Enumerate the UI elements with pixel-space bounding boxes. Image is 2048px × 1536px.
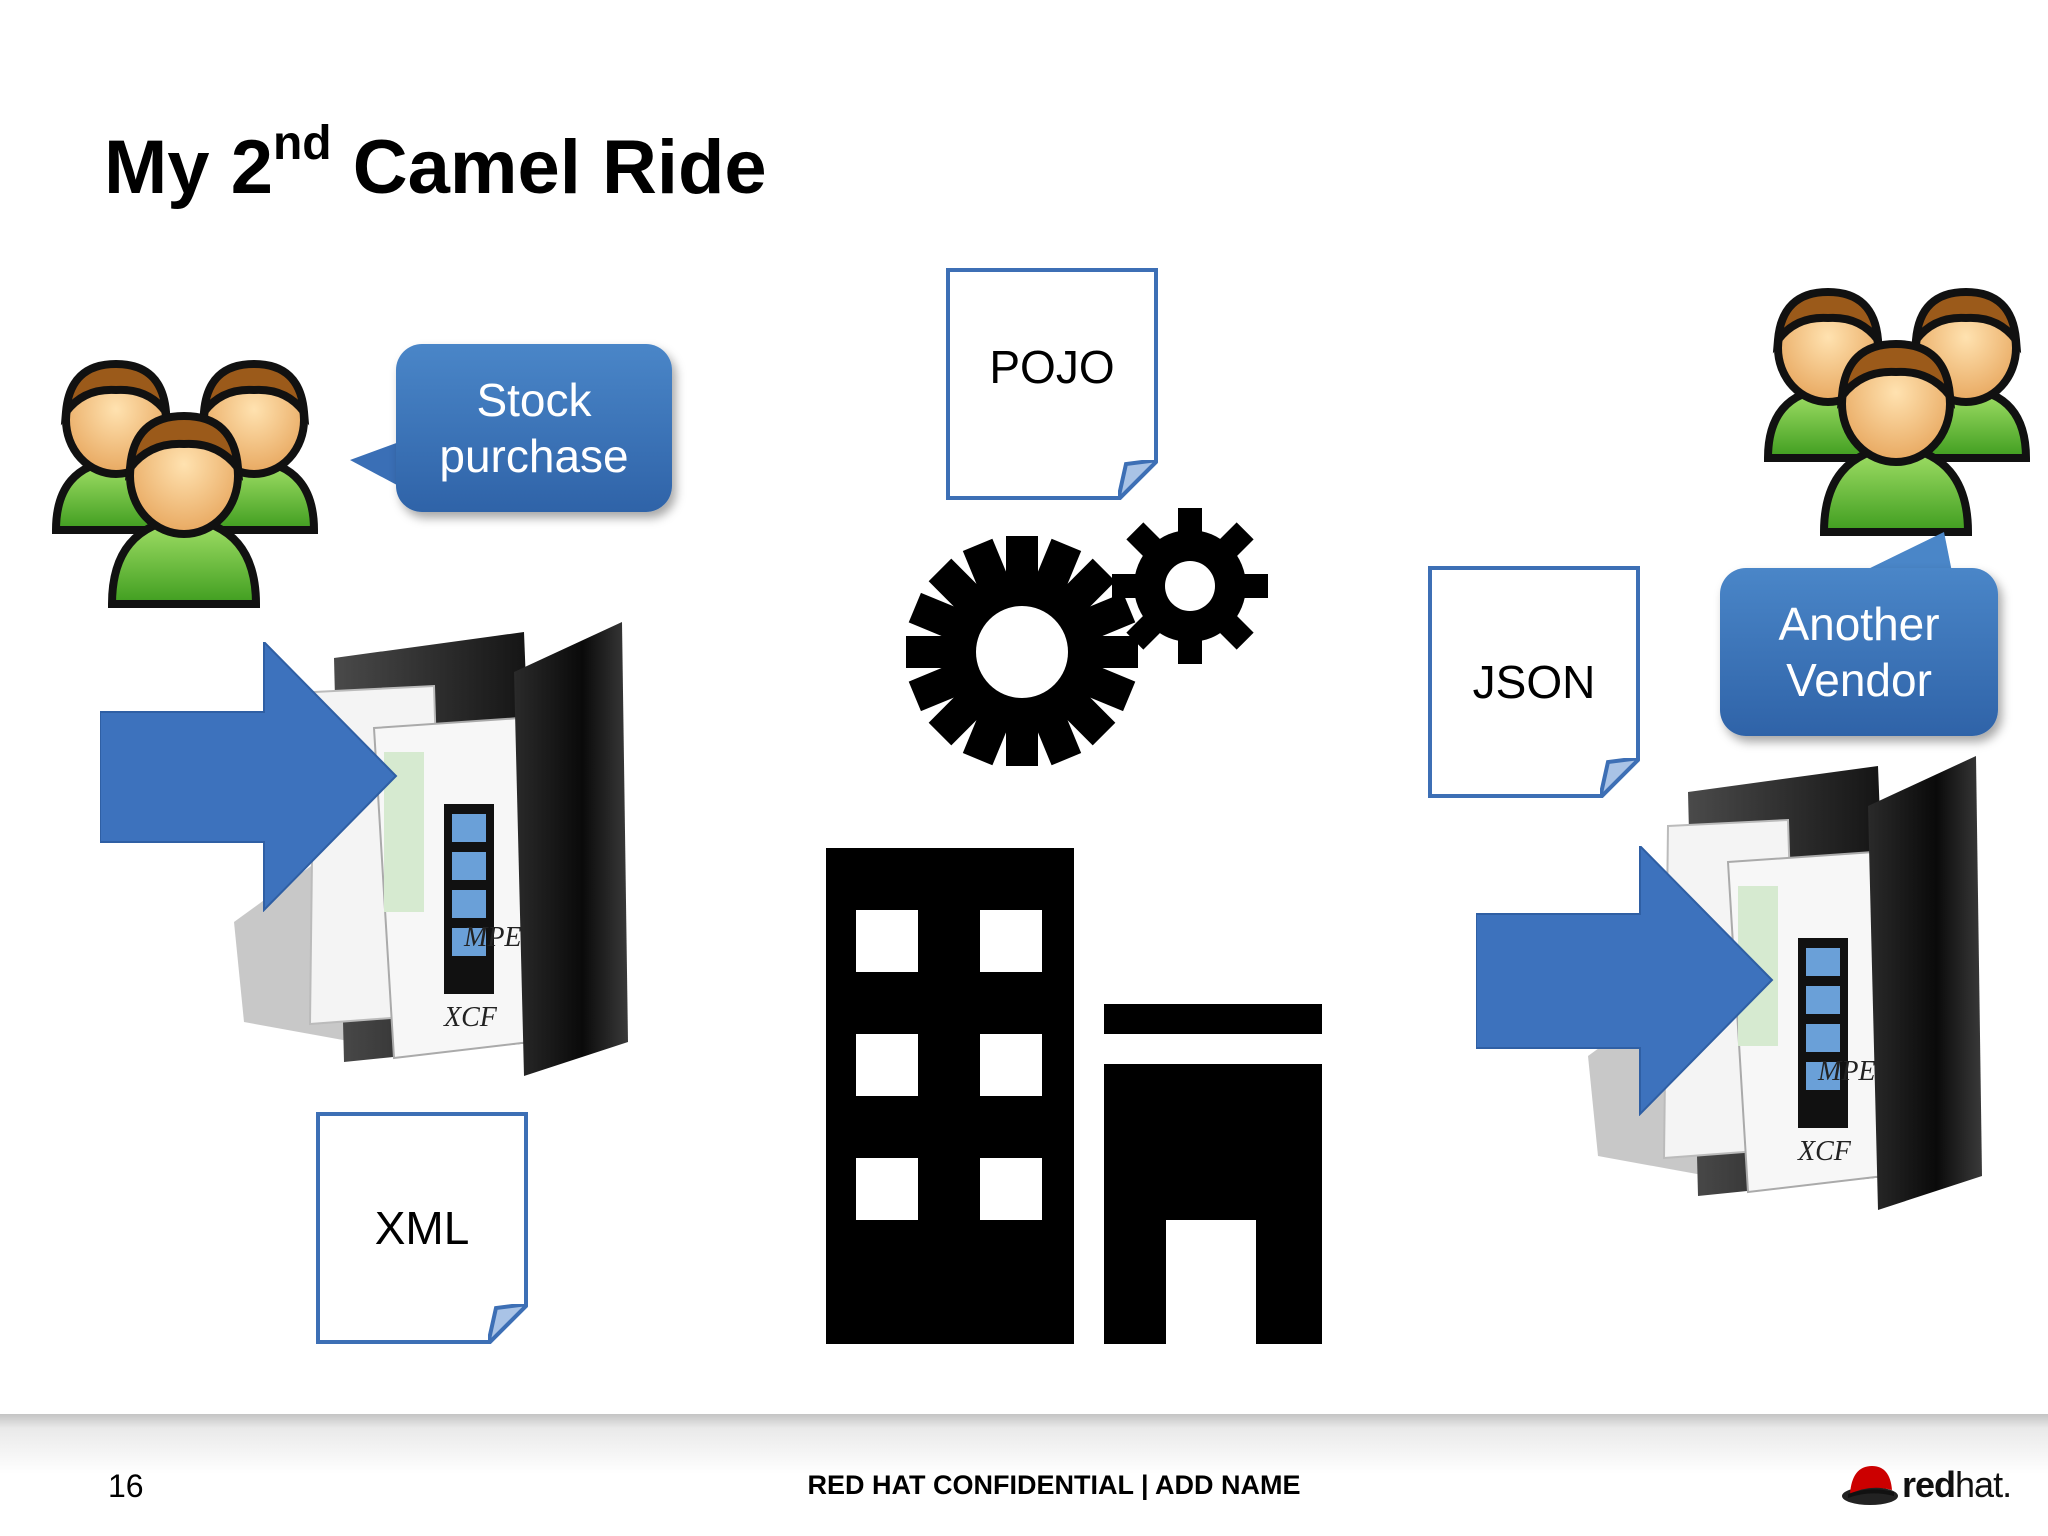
gears-icon [906, 508, 1268, 766]
svg-text:XCF: XCF [443, 1002, 498, 1033]
title-superscript: nd [272, 117, 332, 170]
document-label: POJO [989, 341, 1115, 393]
callout-line: Stock [476, 374, 592, 426]
redhat-hat-icon [1842, 1466, 1898, 1505]
document-label: JSON [1472, 656, 1596, 708]
user-front [107, 411, 261, 608]
footer-confidential-text: RED HAT CONFIDENTIAL | ADD NAME [807, 1470, 1301, 1500]
folded-corner-icon [1600, 758, 1640, 798]
document-label: XML [374, 1202, 470, 1254]
large-gear [906, 536, 1138, 766]
arrow-right-icon [100, 642, 398, 912]
building-icon [826, 848, 1322, 1344]
logo-word-regular: hat. [1955, 1464, 2012, 1505]
logo-word-bold: red [1902, 1464, 1956, 1505]
users-group-icon [1763, 287, 2031, 536]
callout-line: purchase [439, 430, 629, 482]
user-front [1819, 339, 1973, 536]
folded-corner-icon [1118, 460, 1158, 500]
slide-title: My 2nd Camel Ride [104, 120, 767, 206]
redhat-logo-wordmark: redhat. [1902, 1464, 2012, 1506]
json-document: JSON [1428, 566, 1640, 798]
folded-corner-icon [488, 1304, 528, 1344]
small-gear [1112, 508, 1268, 664]
callout-line: Vendor [1786, 654, 1932, 706]
svg-text:XCF: XCF [1797, 1136, 1852, 1167]
arrow-right-icon [1476, 846, 1774, 1116]
footer-band [0, 1414, 2048, 1536]
redhat-logo: redhat. [1840, 1460, 2012, 1510]
another-vendor-callout: Another Vendor [1720, 568, 1998, 736]
users-group-icon [51, 359, 319, 608]
media-folder-icon: MPE XCF [234, 622, 628, 1076]
callout-tail [1862, 532, 1952, 572]
title-main: My 2 [104, 125, 273, 210]
callout-line: Another [1778, 598, 1940, 650]
pojo-document: POJO [946, 268, 1158, 500]
title-rest: Camel Ride [331, 125, 767, 210]
stock-purchase-callout: Stock purchase [396, 344, 672, 512]
page-number: 16 [108, 1468, 144, 1504]
callout-tail [350, 438, 410, 492]
xml-document: XML [316, 1112, 528, 1344]
svg-text:MPE: MPE [1817, 1056, 1876, 1087]
svg-text:MPE: MPE [463, 922, 522, 953]
